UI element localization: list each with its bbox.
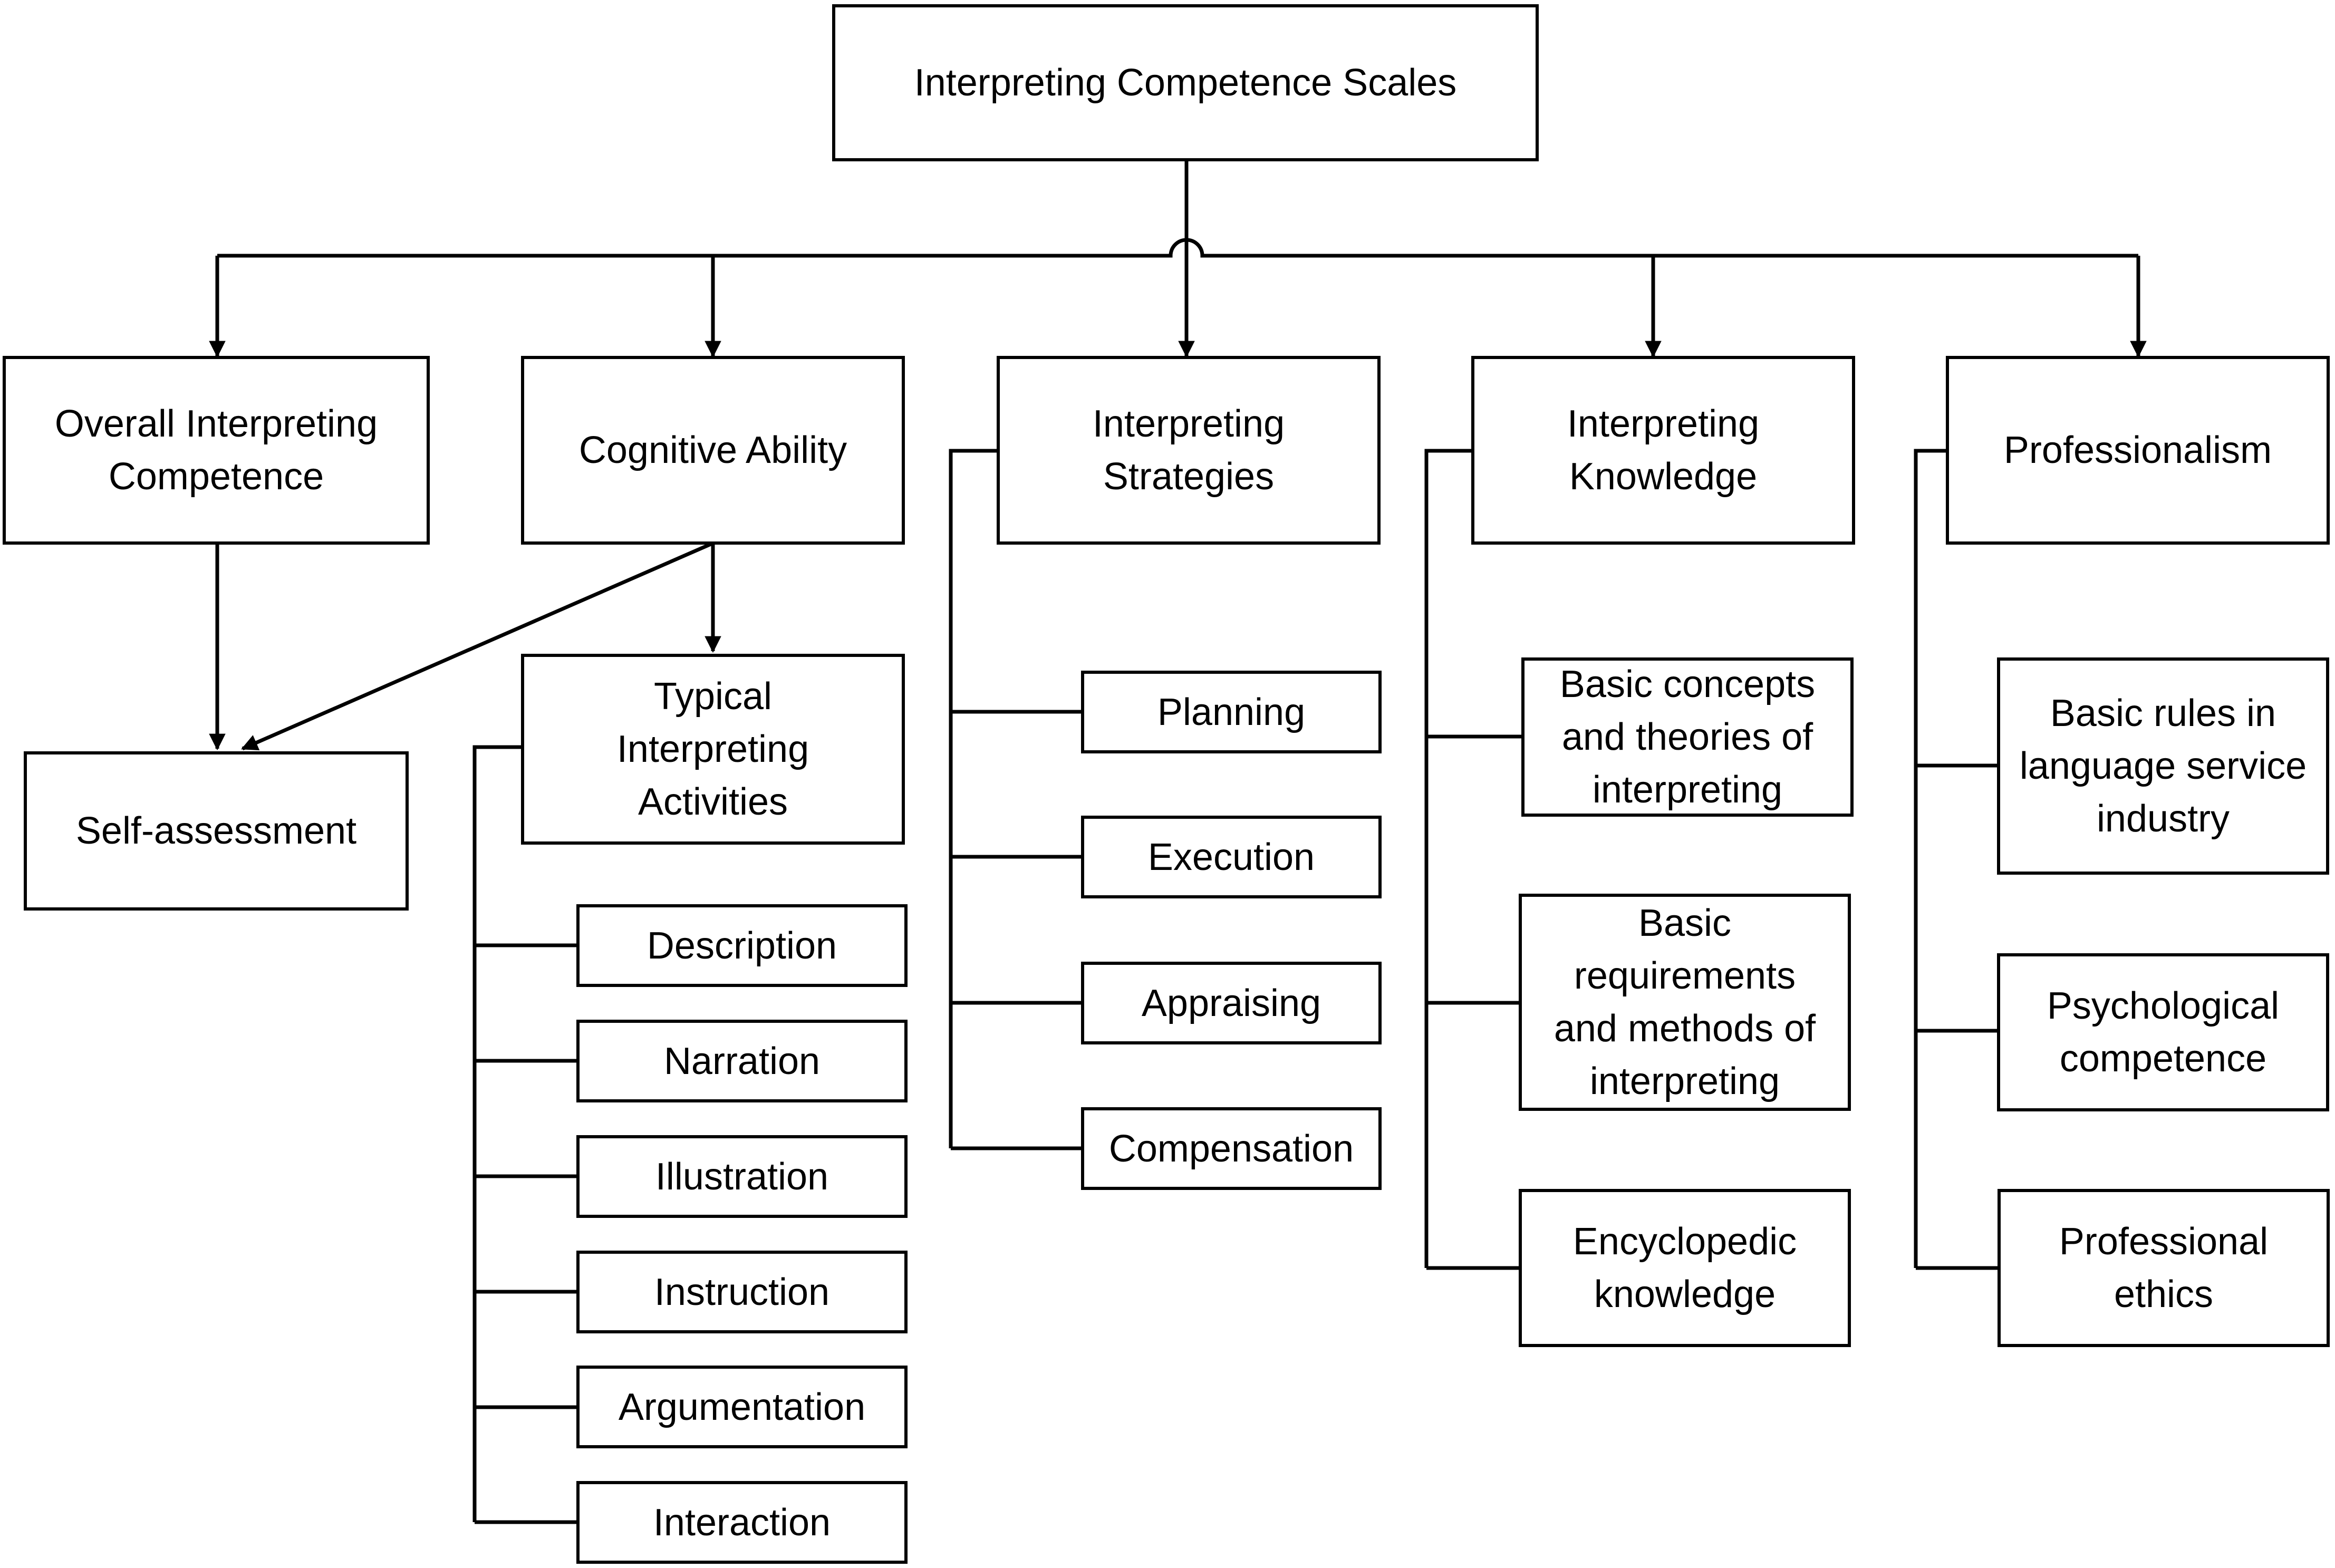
professionalism-item-label: Basic rules in language service industry xyxy=(2019,692,2307,840)
activity-item-label: Argumentation xyxy=(618,1386,866,1428)
strategy-item-label: Planning xyxy=(1157,691,1306,733)
root-box: Interpreting Competence Scales xyxy=(832,4,1539,161)
activity-item-label: Narration xyxy=(663,1040,821,1082)
activity-item-box: Interaction xyxy=(576,1481,908,1564)
activity-item-box: Description xyxy=(576,904,908,987)
category-professionalism-box: Professionalism xyxy=(1946,356,2330,545)
strategy-item-label: Execution xyxy=(1147,836,1315,878)
category-knowledge-label: Interpreting Knowledge xyxy=(1567,403,1760,498)
category-knowledge-box: Interpreting Knowledge xyxy=(1471,356,1855,545)
knowledge-item-label: Encyclopedic knowledge xyxy=(1572,1221,1797,1315)
professionalism-item-label: Professional ethics xyxy=(2059,1221,2269,1315)
typical-activities-label: Typical Interpreting Activities xyxy=(616,675,809,823)
typical-activities-box: Typical Interpreting Activities xyxy=(521,654,905,845)
professionalism-item-label: Psychological competence xyxy=(2047,985,2280,1080)
category-strategies-box: Interpreting Strategies xyxy=(997,356,1381,545)
professionalism-item-box: Professional ethics xyxy=(1998,1189,2330,1347)
knowledge-item-box: Basic requirements and methods of interp… xyxy=(1519,894,1851,1111)
knowledge-item-label: Basic concepts and theories of interpret… xyxy=(1559,663,1816,811)
activities-bracket-line xyxy=(472,745,521,1522)
activity-item-label: Description xyxy=(647,924,837,967)
category-cognitive-label: Cognitive Ability xyxy=(578,429,847,471)
knowledge-item-box: Encyclopedic knowledge xyxy=(1519,1189,1851,1347)
strategy-item-box: Compensation xyxy=(1081,1107,1382,1190)
strategy-item-label: Appraising xyxy=(1141,982,1321,1024)
knowledge-item-label: Basic requirements and methods of interp… xyxy=(1554,902,1816,1102)
category-overall-label: Overall Interpreting Competence xyxy=(54,403,378,498)
activity-item-label: Instruction xyxy=(654,1271,830,1313)
strategy-item-box: Execution xyxy=(1081,816,1382,898)
activity-item-box: Narration xyxy=(576,1020,908,1102)
professionalism-item-box: Basic rules in language service industry xyxy=(1997,657,2329,875)
knowledge-bracket-line xyxy=(1424,449,1471,1268)
professionalism-item-box: Psychological competence xyxy=(1997,953,2329,1111)
category-overall-box: Overall Interpreting Competence xyxy=(3,356,430,545)
category-strategies-label: Interpreting Strategies xyxy=(1092,403,1285,498)
self-assessment-label: Self-assessment xyxy=(75,810,357,852)
activity-item-box: Illustration xyxy=(576,1135,908,1218)
root-label: Interpreting Competence Scales xyxy=(914,62,1457,104)
knowledge-item-box: Basic concepts and theories of interpret… xyxy=(1521,657,1854,817)
activity-item-box: Argumentation xyxy=(576,1366,908,1448)
category-cognitive-box: Cognitive Ability xyxy=(521,356,905,545)
category-professionalism-label: Professionalism xyxy=(2003,429,2272,471)
professionalism-bracket-line xyxy=(1914,449,1946,1268)
activity-item-label: Illustration xyxy=(655,1155,829,1198)
strategy-item-label: Compensation xyxy=(1108,1127,1354,1170)
strategy-item-box: Appraising xyxy=(1081,962,1382,1044)
self-assessment-box: Self-assessment xyxy=(24,751,409,911)
activity-item-label: Interaction xyxy=(653,1501,831,1544)
category-bus-line xyxy=(217,238,2138,258)
strategy-item-box: Planning xyxy=(1081,671,1382,753)
activity-item-box: Instruction xyxy=(576,1251,908,1333)
strategies-bracket-line xyxy=(949,449,997,1148)
arrow-cognitive-to-self xyxy=(241,542,712,751)
